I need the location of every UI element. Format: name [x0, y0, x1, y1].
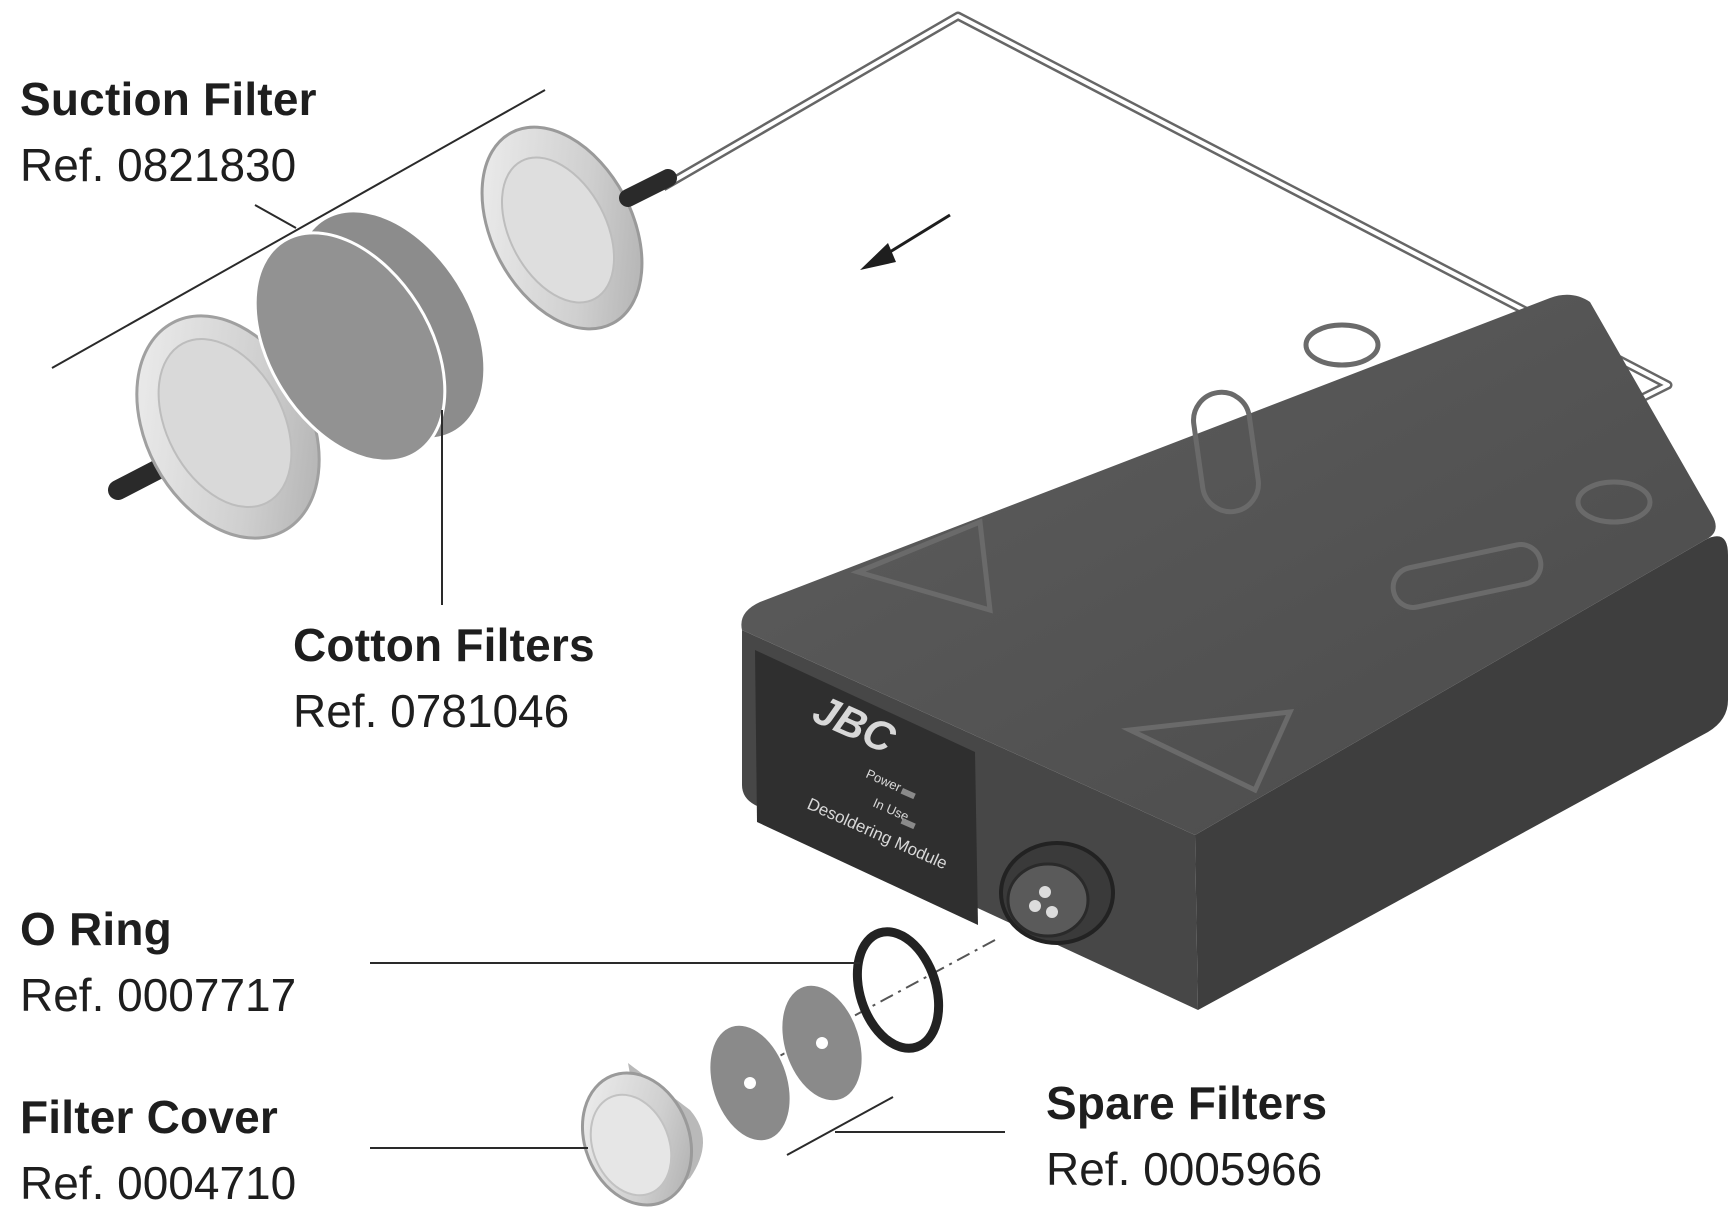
suction-filter-name: Suction Filter [20, 73, 317, 125]
spare-filter-discs [708, 983, 864, 1143]
suction-filter-ref: Ref. 0821830 [20, 138, 297, 191]
cotton-filters-name: Cotton Filters [293, 619, 595, 671]
leader-lines [51, 89, 1005, 1156]
label-filter-cover: Filter Cover Ref. 0004710 [20, 1091, 297, 1209]
o-ring-part [852, 927, 944, 1053]
cotton-filters-ref: Ref. 0781046 [293, 684, 570, 737]
cotton-filter-discs [253, 209, 487, 463]
spare-filters-ref: Ref. 0005966 [1046, 1142, 1323, 1195]
spare-filters-name: Spare Filters [1046, 1077, 1328, 1129]
o-ring-ref: Ref. 0007717 [20, 968, 297, 1021]
label-suction-filter: Suction Filter Ref. 0821830 [20, 73, 317, 191]
airflow-arrow [860, 213, 951, 270]
o-ring-name: O Ring [20, 903, 172, 955]
label-o-ring: O Ring Ref. 0007717 [20, 903, 297, 1021]
label-cotton-filters: Cotton Filters Ref. 0781046 [293, 619, 595, 737]
label-spare-filters: Spare Filters Ref. 0005966 [1046, 1077, 1328, 1195]
filter-cover-part [580, 1063, 703, 1207]
filter-port [999, 841, 1115, 945]
filter-cover-ref: Ref. 0004710 [20, 1156, 297, 1209]
power-led [900, 788, 916, 800]
desoldering-module: JBC Power In Use Desoldering Module [741, 294, 1728, 1010]
filter-cover-name: Filter Cover [20, 1091, 279, 1143]
suction-filter-front-housing [480, 125, 677, 331]
in-use-led [900, 817, 916, 830]
